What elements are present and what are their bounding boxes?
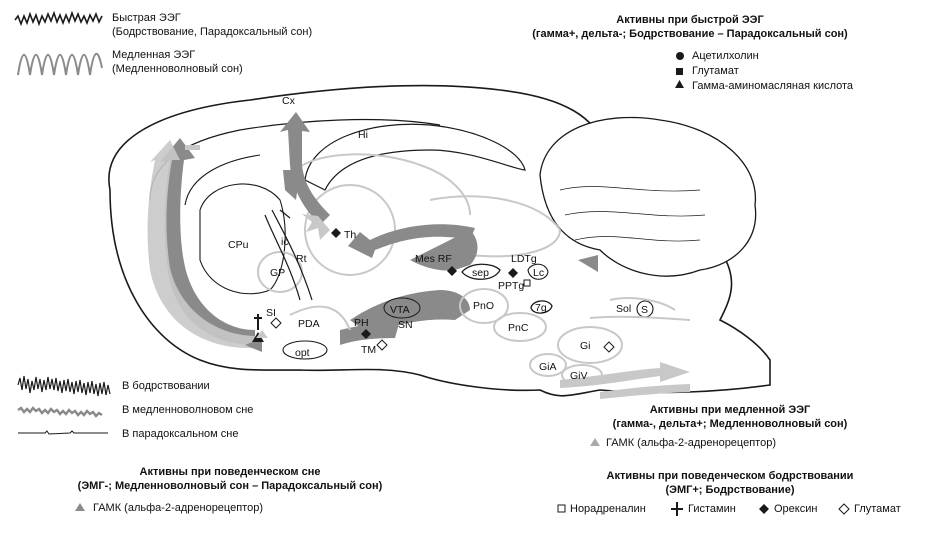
emg-wake-label: В бодрствовании — [122, 380, 210, 392]
cortex-inner2 — [184, 154, 261, 206]
slow-active-gaba: ГАМК (альфа-2-адренорецептор) — [606, 437, 776, 449]
fast-eeg-subtitle: (Бодрствование, Парадоксальный сон) — [112, 26, 313, 38]
orexin-key — [759, 504, 769, 514]
light-arrow-medulla — [560, 362, 690, 388]
behav-sleep-subtitle: (ЭМГ-; Медленноволновый сон – Парадоксал… — [77, 480, 383, 492]
sep-outline — [461, 263, 501, 280]
cerebellum — [539, 116, 757, 277]
emg-sws-trace — [17, 406, 103, 418]
glutamate-diamond-gi — [603, 341, 615, 353]
behav-sleep-title: Активны при поведенческом сне — [139, 466, 321, 478]
slow-eeg-trace — [17, 52, 103, 76]
emg-wake-trace — [17, 375, 111, 397]
gaba-marker — [675, 80, 684, 88]
histamine-cross — [254, 314, 262, 330]
label-opt: opt — [295, 347, 310, 359]
pno-outline — [459, 288, 509, 324]
noradrenaline-square — [523, 279, 531, 287]
label-pptg: PPTg — [498, 280, 524, 292]
label-lc: Lc — [533, 267, 544, 279]
key-orexin: Орексин — [774, 503, 818, 515]
orexin-diamond-ldtg — [508, 268, 518, 278]
slow-active-title: Активны при медленной ЭЭГ — [649, 404, 811, 416]
behav-wake-title: Активны при поведенческом бодрствовании — [606, 470, 854, 482]
fast-eeg-title: Быстрая ЭЭГ — [112, 12, 181, 24]
fast-active-subtitle: (гамма+, дельта-; Бодрствование – Парадо… — [532, 28, 848, 40]
pnc-outline — [493, 312, 547, 342]
label-mesrf: Mes RF — [415, 253, 452, 265]
label-s: S — [641, 304, 648, 316]
label-cpu: CPu — [228, 239, 249, 251]
label-gia: GiA — [539, 361, 557, 373]
label-pda: PDA — [298, 318, 320, 330]
key-gaba: Гамма-аминомасляная кислота — [692, 80, 854, 92]
label-giv: GiV — [570, 370, 588, 382]
label-ic: ic — [281, 236, 289, 248]
glutamate-diamond-tm — [376, 339, 388, 351]
fast-eeg-trace — [14, 10, 103, 27]
slow-active-subtitle: (гамма-, дельта+; Медленноволновый сон) — [612, 418, 848, 430]
label-ph: PH — [354, 317, 369, 329]
emg-rem-trace — [18, 430, 108, 435]
slow-gaba-marker — [590, 438, 600, 446]
label-sn: SN — [398, 319, 413, 331]
key-glutamate-wake: Глутамат — [854, 503, 901, 515]
orexin-diamond-ph — [361, 329, 371, 339]
slow-eeg-subtitle: (Медленноволновый сон) — [112, 63, 243, 75]
opt-outline — [282, 340, 328, 360]
label-th: Th — [344, 229, 356, 241]
orexin-diamond-mesrf — [447, 266, 457, 276]
arrow-th-from-mesrf — [348, 224, 475, 258]
label-pno: PnO — [473, 300, 494, 312]
gi-outline — [557, 326, 623, 364]
behav-sleep-gaba: ГАМК (альфа-2-адренорецептор) — [93, 502, 263, 514]
7g-outline — [530, 300, 553, 314]
label-gi: Gi — [580, 340, 591, 352]
brain-outline — [108, 84, 771, 397]
key-noradrenaline: Норадреналин — [570, 503, 646, 515]
gia-outline — [529, 353, 567, 377]
histamine-key — [671, 502, 683, 516]
label-vta: VTA — [390, 304, 410, 316]
dark-arrow-left — [160, 138, 255, 345]
label-sep: sep — [472, 267, 489, 279]
fast-active-title: Активны при быстрой ЭЭГ — [616, 14, 764, 26]
behav-wake-subtitle: (ЭМГ+; Бодрствование) — [665, 484, 795, 496]
ic-fiber — [264, 214, 301, 301]
label-cx: Cx — [282, 95, 296, 107]
label-pnc: PnC — [508, 322, 529, 334]
sleep-gaba-marker — [75, 503, 85, 511]
key-histamine: Гистамин — [688, 503, 736, 515]
label-tm: TM — [361, 344, 376, 356]
label-7g: 7g — [535, 302, 547, 314]
acetylcholine-marker — [676, 52, 684, 60]
key-acetylcholine: Ацетилхолин — [692, 50, 759, 62]
dark-arrow-cx — [280, 112, 330, 225]
label-hi: Hi — [358, 129, 368, 141]
label-rt: Rt — [296, 253, 307, 265]
orexin-diamond-th — [331, 228, 341, 238]
label-sol: Sol — [616, 303, 631, 315]
vta-outline — [383, 297, 421, 319]
label-gp: GP — [270, 267, 285, 279]
label-ldtg: LDTg — [511, 253, 537, 265]
noradrenaline-key — [557, 504, 566, 513]
glutamate-marker — [676, 68, 683, 75]
light-arrow-left — [147, 140, 255, 349]
glutamate-key — [838, 503, 850, 515]
cpu-outline — [199, 183, 286, 295]
emg-sws-label: В медленноволновом сне — [122, 404, 254, 416]
hippocampus-outline — [304, 123, 526, 191]
label-si: SI — [266, 307, 276, 319]
key-glutamate: Глутамат — [692, 65, 739, 77]
emg-rem-label: В парадоксальном сне — [122, 428, 239, 440]
lc-outline — [527, 263, 549, 280]
glutamate-diamond-si — [270, 317, 282, 329]
slow-eeg-title: Медленная ЭЭГ — [112, 49, 196, 61]
